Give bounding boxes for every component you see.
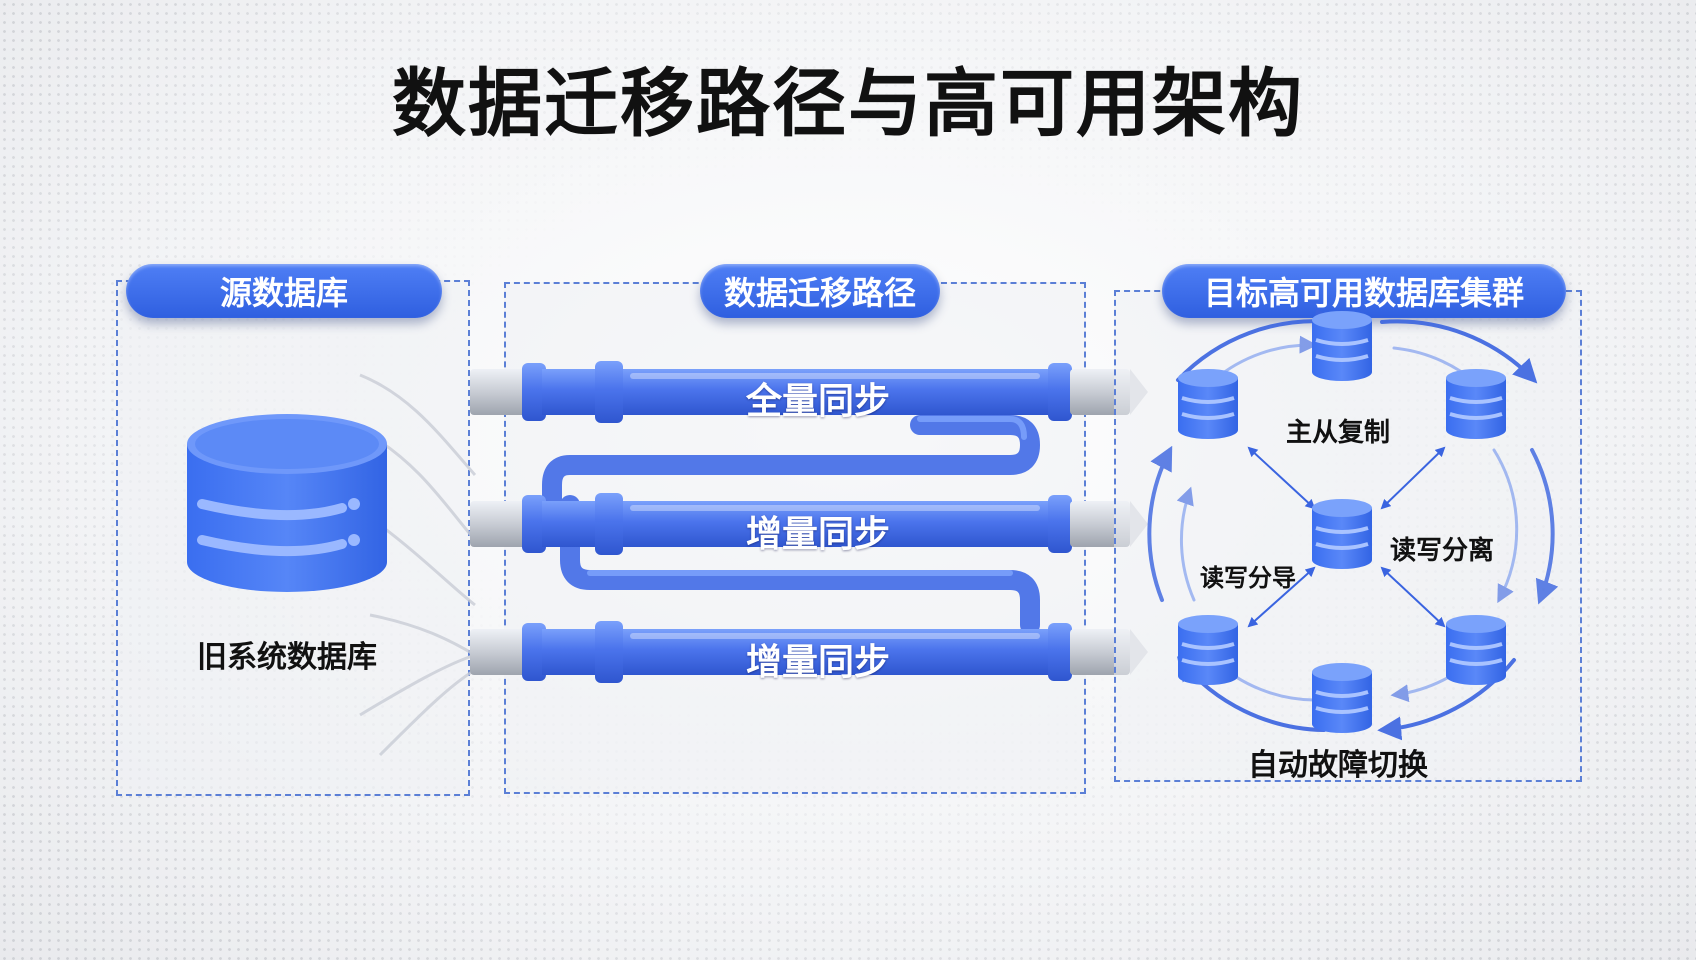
pipe-label-full-sync: 全量同步 (745, 381, 890, 422)
pipe-label-incremental-sync-2: 增量同步 (745, 642, 890, 683)
source-database-label: 旧系统数据库 (197, 640, 377, 675)
migration-header-pill: 数据迁移路径 (700, 264, 940, 318)
cluster-diagram (1147, 310, 1559, 741)
source-header-label: 源数据库 (219, 274, 348, 312)
label-master-slave-replication: 主从复制 (1286, 418, 1391, 448)
database-cylinder-icon (187, 414, 387, 592)
label-automatic-failover: 自动故障切换 (1248, 748, 1428, 783)
page-title: 数据迁移路径与高可用架构 (392, 61, 1304, 147)
migration-header-label: 数据迁移路径 (723, 274, 916, 312)
target-header-pill: 目标高可用数据库集群 (1162, 264, 1566, 318)
source-header-pill: 源数据库 (126, 264, 442, 318)
label-read-write-split-right: 读写分离 (1390, 536, 1495, 566)
target-header-label: 目标高可用数据库集群 (1203, 274, 1524, 312)
pipe-label-incremental-sync-1: 增量同步 (745, 514, 890, 555)
label-read-write-split-left: 读写分导 (1200, 564, 1296, 592)
